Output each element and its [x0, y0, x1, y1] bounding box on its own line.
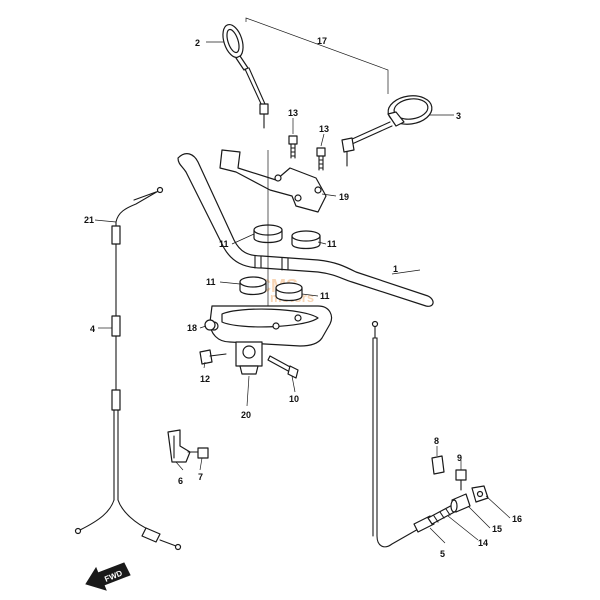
bolt-13-left — [288, 135, 298, 159]
callout-13-a: 13 — [288, 108, 298, 118]
leader-lines — [94, 41, 511, 544]
callout-numbers: 1 2 3 4 5 6 7 8 9 10 11 11 11 11 12 13 1… — [84, 36, 522, 559]
callout-18: 18 — [187, 323, 197, 333]
bolt-12 — [199, 349, 227, 365]
callout-13-b: 13 — [319, 124, 329, 134]
cable-5 — [371, 320, 435, 548]
callout-11-d: 11 — [320, 291, 330, 301]
cable-guide-bracket — [219, 149, 327, 213]
callout-20: 20 — [241, 410, 251, 420]
callout-8: 8 — [434, 436, 439, 446]
callout-2: 2 — [195, 38, 200, 48]
rubber-18 — [204, 319, 216, 331]
bolt-9 — [455, 469, 467, 491]
throttle-cable — [74, 186, 182, 551]
bolt-10 — [267, 355, 299, 379]
callout-21: 21 — [84, 215, 94, 225]
callout-15: 15 — [492, 524, 502, 534]
callout-5: 5 — [440, 549, 445, 559]
callout-9: 9 — [457, 453, 462, 463]
callout-7: 7 — [198, 472, 203, 482]
right-mirror — [341, 95, 433, 167]
left-mirror — [222, 23, 269, 129]
callout-11-b: 11 — [327, 239, 337, 249]
upper-holder-right — [291, 230, 321, 250]
callout-12: 12 — [200, 374, 210, 384]
callout-14: 14 — [478, 538, 488, 548]
fwd-arrow: FWD — [85, 562, 131, 591]
holder-20 — [235, 341, 263, 375]
mirror-set-bracket — [245, 17, 389, 94]
nut-16 — [471, 485, 489, 503]
bracket-6 — [167, 429, 191, 463]
callout-16: 16 — [512, 514, 522, 524]
callout-17: 17 — [317, 36, 327, 46]
lower-holder-left — [239, 276, 267, 296]
adjuster-15 — [450, 493, 471, 513]
callout-10: 10 — [289, 394, 299, 404]
callout-11-c: 11 — [206, 277, 216, 287]
callout-1: 1 — [393, 264, 398, 274]
callout-4: 4 — [90, 324, 95, 334]
lower-holder-right — [275, 282, 303, 302]
callout-3: 3 — [456, 111, 461, 121]
bracket-8 — [431, 455, 445, 475]
handlebar — [177, 153, 434, 307]
bolt-13-right — [316, 147, 326, 171]
top-bridge-plate — [209, 305, 333, 347]
callout-11-a: 11 — [219, 239, 229, 249]
callout-19: 19 — [339, 192, 349, 202]
callout-6: 6 — [178, 476, 183, 486]
bolt-7 — [187, 447, 209, 459]
